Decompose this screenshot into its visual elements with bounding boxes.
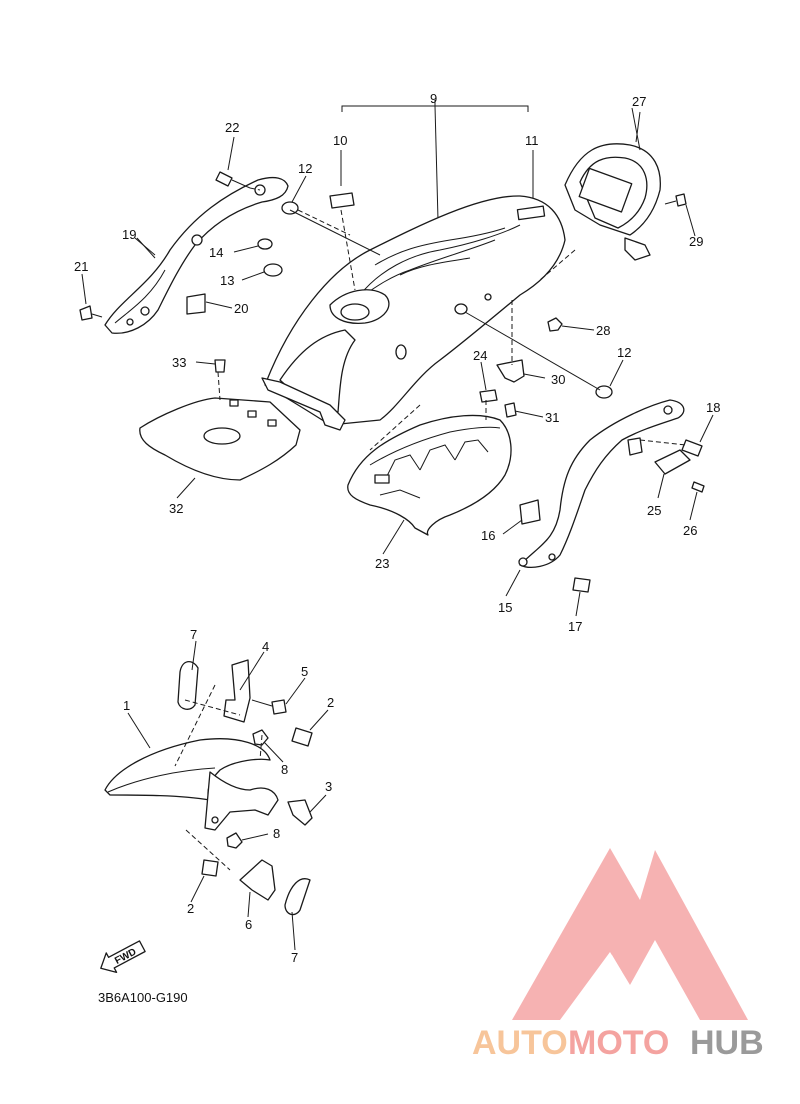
callout-2: 2 <box>187 901 194 916</box>
callout-7: 7 <box>190 627 197 642</box>
fwd-arrow-icon: FWD <box>100 940 146 973</box>
callout-23: 23 <box>375 556 389 571</box>
callout-7: 7 <box>291 950 298 965</box>
callout-33: 33 <box>172 355 186 370</box>
diagram-code: 3B6A100-G190 <box>98 990 188 1005</box>
watermark-text-hub: HUB <box>690 1024 764 1062</box>
inner-fender-23 <box>347 414 512 536</box>
callout-12: 12 <box>298 161 312 176</box>
callout-32: 32 <box>169 501 183 516</box>
callout-27: 27 <box>632 94 646 109</box>
callout-24: 24 <box>473 348 487 363</box>
callout-31: 31 <box>545 410 559 425</box>
callout-22: 22 <box>225 120 239 135</box>
callout-25: 25 <box>647 503 661 518</box>
assembly-lines-rear <box>217 187 687 451</box>
callout-11: 11 <box>525 133 539 148</box>
fwd-label: FWD <box>113 947 138 967</box>
callout-4: 4 <box>262 639 269 654</box>
callout-10: 10 <box>333 133 347 148</box>
callout-5: 5 <box>301 664 308 679</box>
callout-19: 19 <box>122 227 136 242</box>
callout-12: 12 <box>617 345 631 360</box>
callout-8: 8 <box>281 762 288 777</box>
assembly-lines-front <box>174 684 273 871</box>
callout-9: 9 <box>430 91 437 106</box>
callout-17: 17 <box>568 619 582 634</box>
flap-32 <box>139 397 301 481</box>
callout-26: 26 <box>683 523 697 538</box>
callout-14: 14 <box>209 245 223 260</box>
callout-2: 2 <box>327 695 334 710</box>
small-parts <box>79 171 705 593</box>
callout-30: 30 <box>551 372 565 387</box>
callout-1: 1 <box>123 698 130 713</box>
callout-21: 21 <box>74 259 88 274</box>
callout-3: 3 <box>325 779 332 794</box>
callout-8: 8 <box>273 826 280 841</box>
front-fender-brackets <box>177 659 313 916</box>
leader-lines <box>81 111 714 951</box>
taillight-27 <box>564 107 661 261</box>
watermark-logo <box>512 848 748 1020</box>
callout-29: 29 <box>689 234 703 249</box>
callout-labels: 1 2 2 3 4 5 6 7 7 8 8 9 10 11 12 12 13 1… <box>74 91 720 965</box>
callout-13: 13 <box>220 273 234 288</box>
callout-15: 15 <box>498 600 512 615</box>
callout-28: 28 <box>596 323 610 338</box>
front-fender <box>104 738 279 831</box>
watermark-triangle-icon <box>512 848 748 1020</box>
watermark-text-auto: AUTO <box>472 1024 568 1062</box>
callout-16: 16 <box>481 528 495 543</box>
callout-20: 20 <box>234 301 248 316</box>
rear-fender <box>261 195 566 431</box>
watermark-text-moto: MOTO <box>568 1024 669 1062</box>
callout-18: 18 <box>706 400 720 415</box>
callout-6: 6 <box>245 917 252 932</box>
grab-bar-15 <box>518 399 685 568</box>
bracket-9 <box>340 100 534 221</box>
